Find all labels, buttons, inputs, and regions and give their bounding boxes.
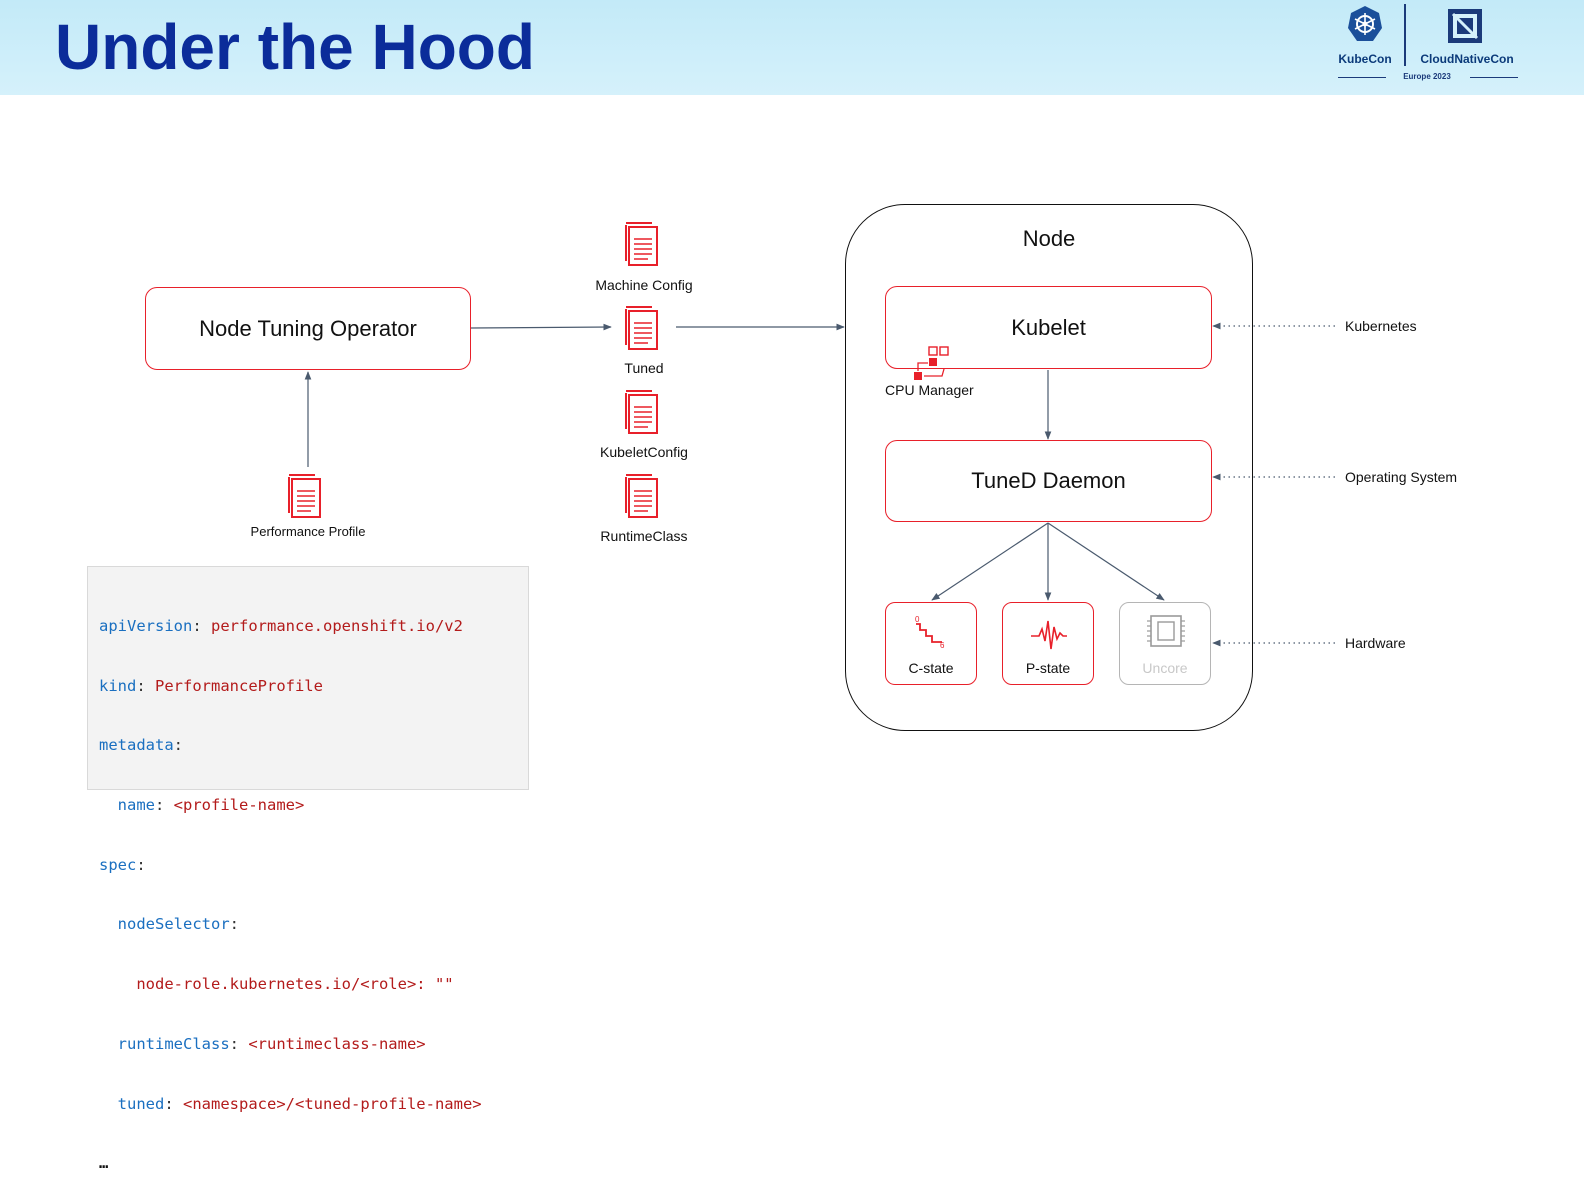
c-state-steps-icon: 0 6	[915, 615, 945, 650]
kubeletconfig-doc-icon	[624, 389, 664, 440]
header-bar	[0, 0, 1584, 95]
performance-profile-doc-icon	[287, 473, 327, 524]
kubelet-label: Kubelet	[1011, 314, 1086, 340]
kubecon-text: KubeCon	[1338, 52, 1392, 66]
logo-rule-left	[1338, 77, 1386, 78]
c-state-step-end: 6	[940, 641, 945, 650]
connector-arrows	[304, 322, 1335, 647]
cloudnativecon-text: CloudNativeCon	[1420, 52, 1514, 66]
kubeletconfig-label: KubeletConfig	[600, 444, 688, 460]
code-line: metadata:	[99, 736, 183, 755]
performance-profile-yaml: apiVersion: performance.openshift.io/v2 …	[87, 566, 529, 1172]
tuned-daemon-box: TuneD Daemon	[885, 440, 1212, 522]
code-line: name: <profile-name>	[117, 795, 305, 814]
p-state-wave-icon	[1031, 620, 1067, 650]
code-line: node-role.kubernetes.io/<role>: ""	[136, 975, 454, 994]
runtimeclass-label: RuntimeClass	[600, 528, 688, 544]
p-state-box: P-state	[1002, 602, 1094, 685]
runtimeclass-doc-icon	[624, 473, 664, 524]
tuned-label: Tuned	[624, 360, 664, 376]
performance-profile-label: Performance Profile	[250, 524, 366, 539]
code-ellipsis: …	[99, 1154, 109, 1173]
code-line: runtimeClass: <runtimeclass-name>	[117, 1034, 426, 1053]
code-line: kind: PerformanceProfile	[99, 676, 323, 695]
tuned-doc-icon	[624, 305, 664, 356]
page-title: Under the Hood	[55, 11, 535, 83]
uncore-box: Uncore	[1119, 602, 1211, 685]
arrow-tuned-to-uncore	[1047, 522, 1165, 601]
node-tuning-operator-label: Node Tuning Operator	[199, 315, 417, 341]
layer-hardware: Hardware	[1345, 635, 1406, 651]
europe-2023-text: Europe 2023	[1403, 72, 1451, 81]
logo-rule-right	[1470, 77, 1518, 78]
machine-config-doc-icon	[624, 221, 664, 272]
tuned-daemon-label: TuneD Daemon	[971, 468, 1126, 493]
layer-operating-system: Operating System	[1345, 469, 1458, 485]
node-tuning-operator-box: Node Tuning Operator	[145, 287, 471, 370]
p-state-label: P-state	[1025, 660, 1071, 676]
arrow-tuned-to-cstate	[931, 522, 1049, 601]
code-line: apiVersion: performance.openshift.io/v2	[99, 616, 463, 635]
uncore-label: Uncore	[1142, 660, 1188, 676]
c-state-box: 0 6 C-state	[885, 602, 977, 685]
c-state-step-start: 0	[915, 615, 920, 624]
cpu-manager-label: CPU Manager	[885, 382, 974, 398]
code-line: spec:	[99, 855, 146, 874]
machine-config-label: Machine Config	[595, 277, 693, 293]
logo-divider	[1404, 4, 1406, 66]
node-container	[845, 204, 1253, 731]
node-label: Node	[1022, 226, 1076, 251]
code-line: tuned: <namespace>/<tuned-profile-name>	[117, 1094, 482, 1113]
cpu-manager-icon	[912, 345, 952, 390]
cncf-icon	[1447, 8, 1483, 49]
code-line: nodeSelector:	[117, 915, 239, 934]
layer-kubernetes: Kubernetes	[1345, 318, 1417, 334]
helm-wheel-icon	[1347, 4, 1383, 49]
c-state-label: C-state	[908, 660, 954, 676]
arrow-operator-to-docs	[470, 323, 612, 331]
uncore-chip-icon	[1147, 615, 1185, 647]
kubecon-logo: KubeCon CloudNativeCon Europe 2023	[1334, 4, 1524, 88]
